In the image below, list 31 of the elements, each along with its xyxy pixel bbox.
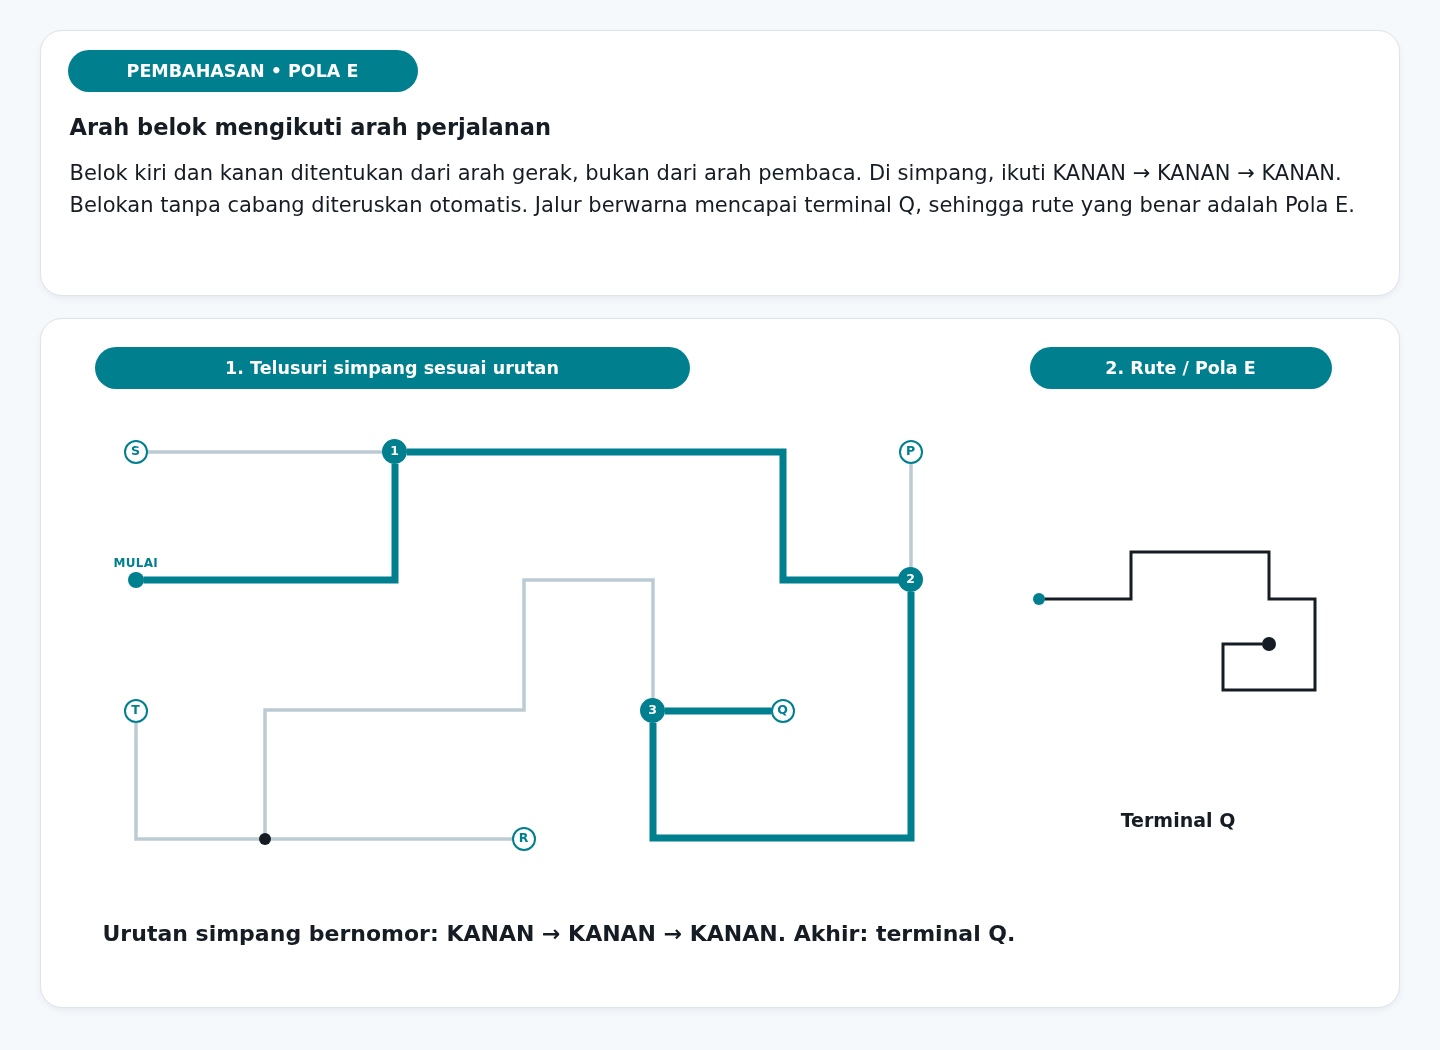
heading: Arah belok mengikuti arah perjalanan xyxy=(69,112,552,142)
terminal-marker: Q xyxy=(770,698,795,723)
terminal-marker: S xyxy=(123,439,148,464)
route-end-dot-icon xyxy=(1261,636,1276,651)
maze-path-line xyxy=(147,450,383,454)
junction-marker: 1 xyxy=(382,439,407,464)
traced-route-line xyxy=(649,592,915,842)
route-start-dot-icon xyxy=(1032,592,1045,605)
terminal-marker: T xyxy=(123,698,148,723)
maze-path-line xyxy=(909,463,913,568)
terminal-marker: R xyxy=(511,826,536,851)
info-card xyxy=(40,30,1400,296)
step-header: 2. Rute / Pola E xyxy=(1029,346,1332,389)
route-caption: Terminal Q xyxy=(1120,808,1236,832)
terminal-marker: P xyxy=(898,439,923,464)
traced-route-line xyxy=(407,448,899,584)
maze-path-line xyxy=(263,578,655,834)
route-sketch-line xyxy=(1044,550,1317,692)
maze-path-line xyxy=(270,837,513,841)
step-header: 1. Telusuri simpang sesuai urutan xyxy=(94,346,690,389)
traced-route-line xyxy=(665,707,772,715)
maze-path-line xyxy=(134,722,260,841)
explanation-text: Belok kiri dan kanan ditentukan dari arah gerak, bukan dari arah pembaca. Di simpang, ikuti KANAN → KANAN → KANAN. Belokan tanpa cabang diteruskan otomatis. Jalur berwarna mencapai terminal Q, sehingga rute yang benar adalah Pola E. xyxy=(69,159,1356,219)
summary-text: Urutan simpang bernomor: KANAN → KANAN → KANAN. Akhir: terminal Q. xyxy=(102,919,1017,948)
traced-route-line xyxy=(143,464,399,584)
junction-marker: 2 xyxy=(898,567,923,592)
start-dot-icon xyxy=(127,571,144,588)
section-badge: PEMBAHASAN • POLA E xyxy=(67,49,418,92)
diagram-card xyxy=(40,318,1400,1008)
junction-marker: 3 xyxy=(640,698,665,723)
start-label: MULAI xyxy=(113,555,159,571)
